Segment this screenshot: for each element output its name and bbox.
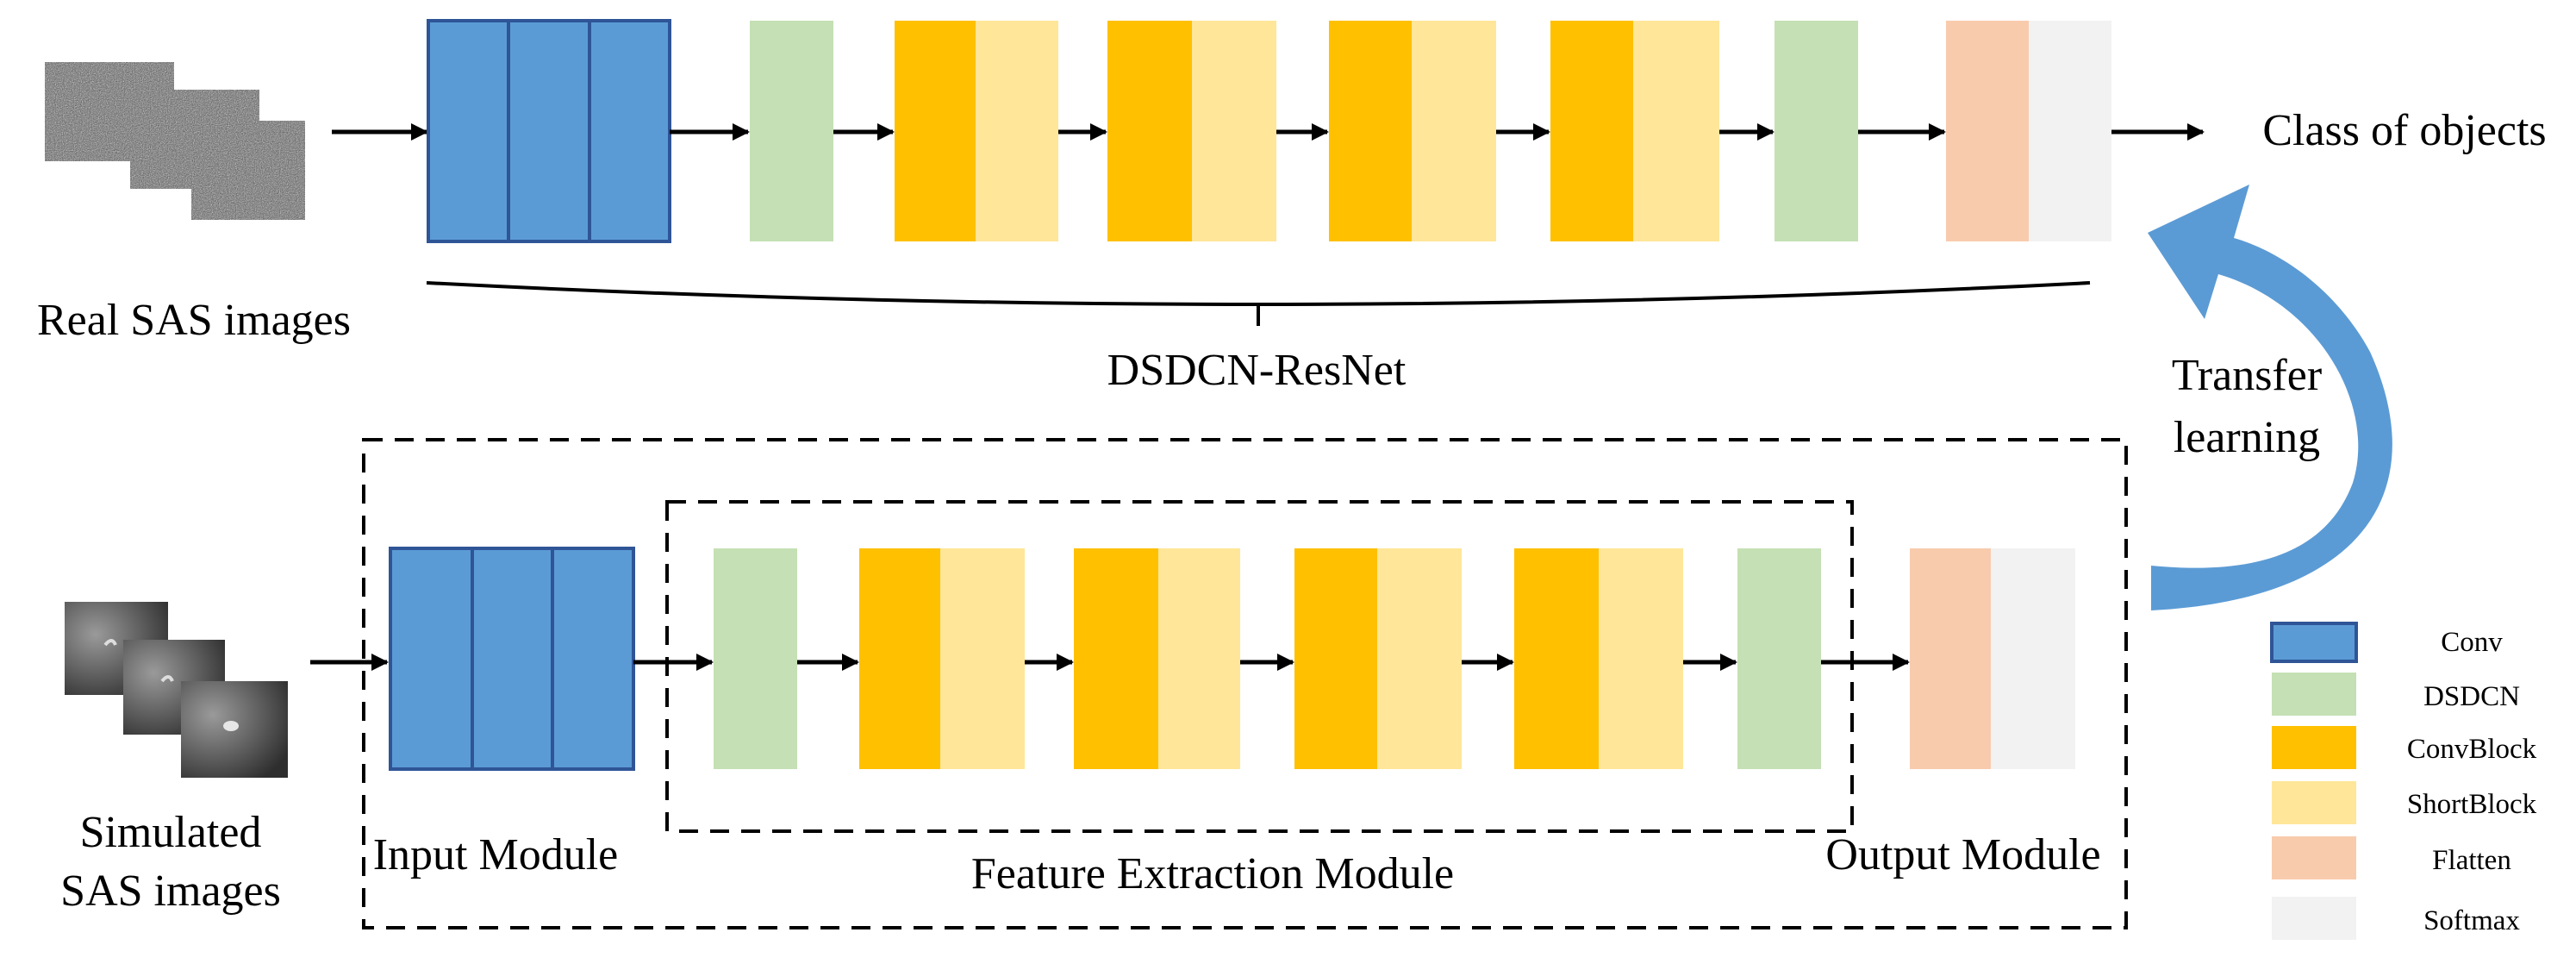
simulated-sas-image-stack — [65, 602, 288, 778]
bottom-output-block — [1910, 548, 2075, 769]
real-sas-images-label: Real SAS images — [37, 296, 351, 345]
legend-label: Flatten — [2432, 845, 2511, 876]
top-residual-block-1 — [895, 21, 1058, 241]
top-residual-block-3 — [1329, 21, 1496, 241]
real-sas-image-stack — [45, 62, 305, 220]
input-module-label: Input Module — [373, 830, 619, 879]
bottom-network — [310, 547, 2075, 771]
dsdcn-resnet-label: DSDCN-ResNet — [1107, 346, 1407, 395]
top-residual-block-4 — [1550, 21, 1719, 241]
top-residual-block-2 — [1107, 21, 1276, 241]
legend-swatch — [2272, 836, 2356, 879]
dsdcn-resnet-brace — [426, 281, 2091, 306]
transfer-label-line1: Transfer — [2172, 351, 2322, 400]
top-conv-block — [427, 19, 671, 243]
legend-item-dsdcn: DSDCN — [2272, 673, 2520, 716]
real-sas-image-3 — [191, 121, 305, 220]
legend-label: ShortBlock — [2407, 789, 2537, 820]
feature-extraction-frame — [665, 500, 1854, 833]
transfer-learning-arrow-icon — [2148, 185, 2392, 610]
bottom-conv-block — [389, 547, 635, 771]
bottom-residual-block-4 — [1514, 548, 1683, 769]
legend-label: DSDCN — [2423, 681, 2520, 712]
top-dsdcn-block-2 — [1775, 21, 1858, 241]
bottom-residual-block-2 — [1074, 548, 1240, 769]
simulated-sas-image-3 — [181, 681, 288, 778]
bottom-dsdcn-block-1 — [714, 548, 797, 769]
legend-label: Softmax — [2423, 905, 2520, 936]
bottom-residual-block-3 — [1294, 548, 1462, 769]
bottom-residual-block-1 — [859, 548, 1025, 769]
outer-dashed-frame — [362, 438, 2128, 929]
legend-swatch — [2272, 673, 2356, 716]
legend-item-flatten: Flatten — [2272, 836, 2511, 879]
legend-item-conv: Conv — [2270, 622, 2503, 663]
legend: Conv DSDCN ConvBlock ShortBlock Flatten … — [2270, 622, 2537, 940]
legend-swatch — [2272, 781, 2356, 824]
legend-item-shortblock: ShortBlock — [2272, 781, 2537, 824]
simulated-label-line1: Simulated — [80, 808, 262, 857]
bottom-dsdcn-block-2 — [1737, 548, 1821, 769]
class-of-objects-label: Class of objects — [2262, 106, 2546, 155]
legend-swatch — [2270, 622, 2358, 663]
legend-item-softmax: Softmax — [2272, 897, 2520, 940]
legend-label: Conv — [2441, 627, 2503, 658]
feature-extraction-module-label: Feature Extraction Module — [971, 849, 1454, 898]
top-network — [332, 19, 2205, 243]
legend-label: ConvBlock — [2407, 734, 2537, 765]
top-output-block — [1946, 21, 2111, 241]
output-module-label: Output Module — [1825, 830, 2100, 879]
legend-swatch — [2272, 897, 2356, 940]
legend-item-convblock: ConvBlock — [2272, 726, 2537, 769]
transfer-label-line2: learning — [2174, 413, 2320, 462]
legend-swatch — [2272, 726, 2356, 769]
simulated-label-line2: SAS images — [60, 867, 281, 916]
top-dsdcn-block-1 — [750, 21, 833, 241]
